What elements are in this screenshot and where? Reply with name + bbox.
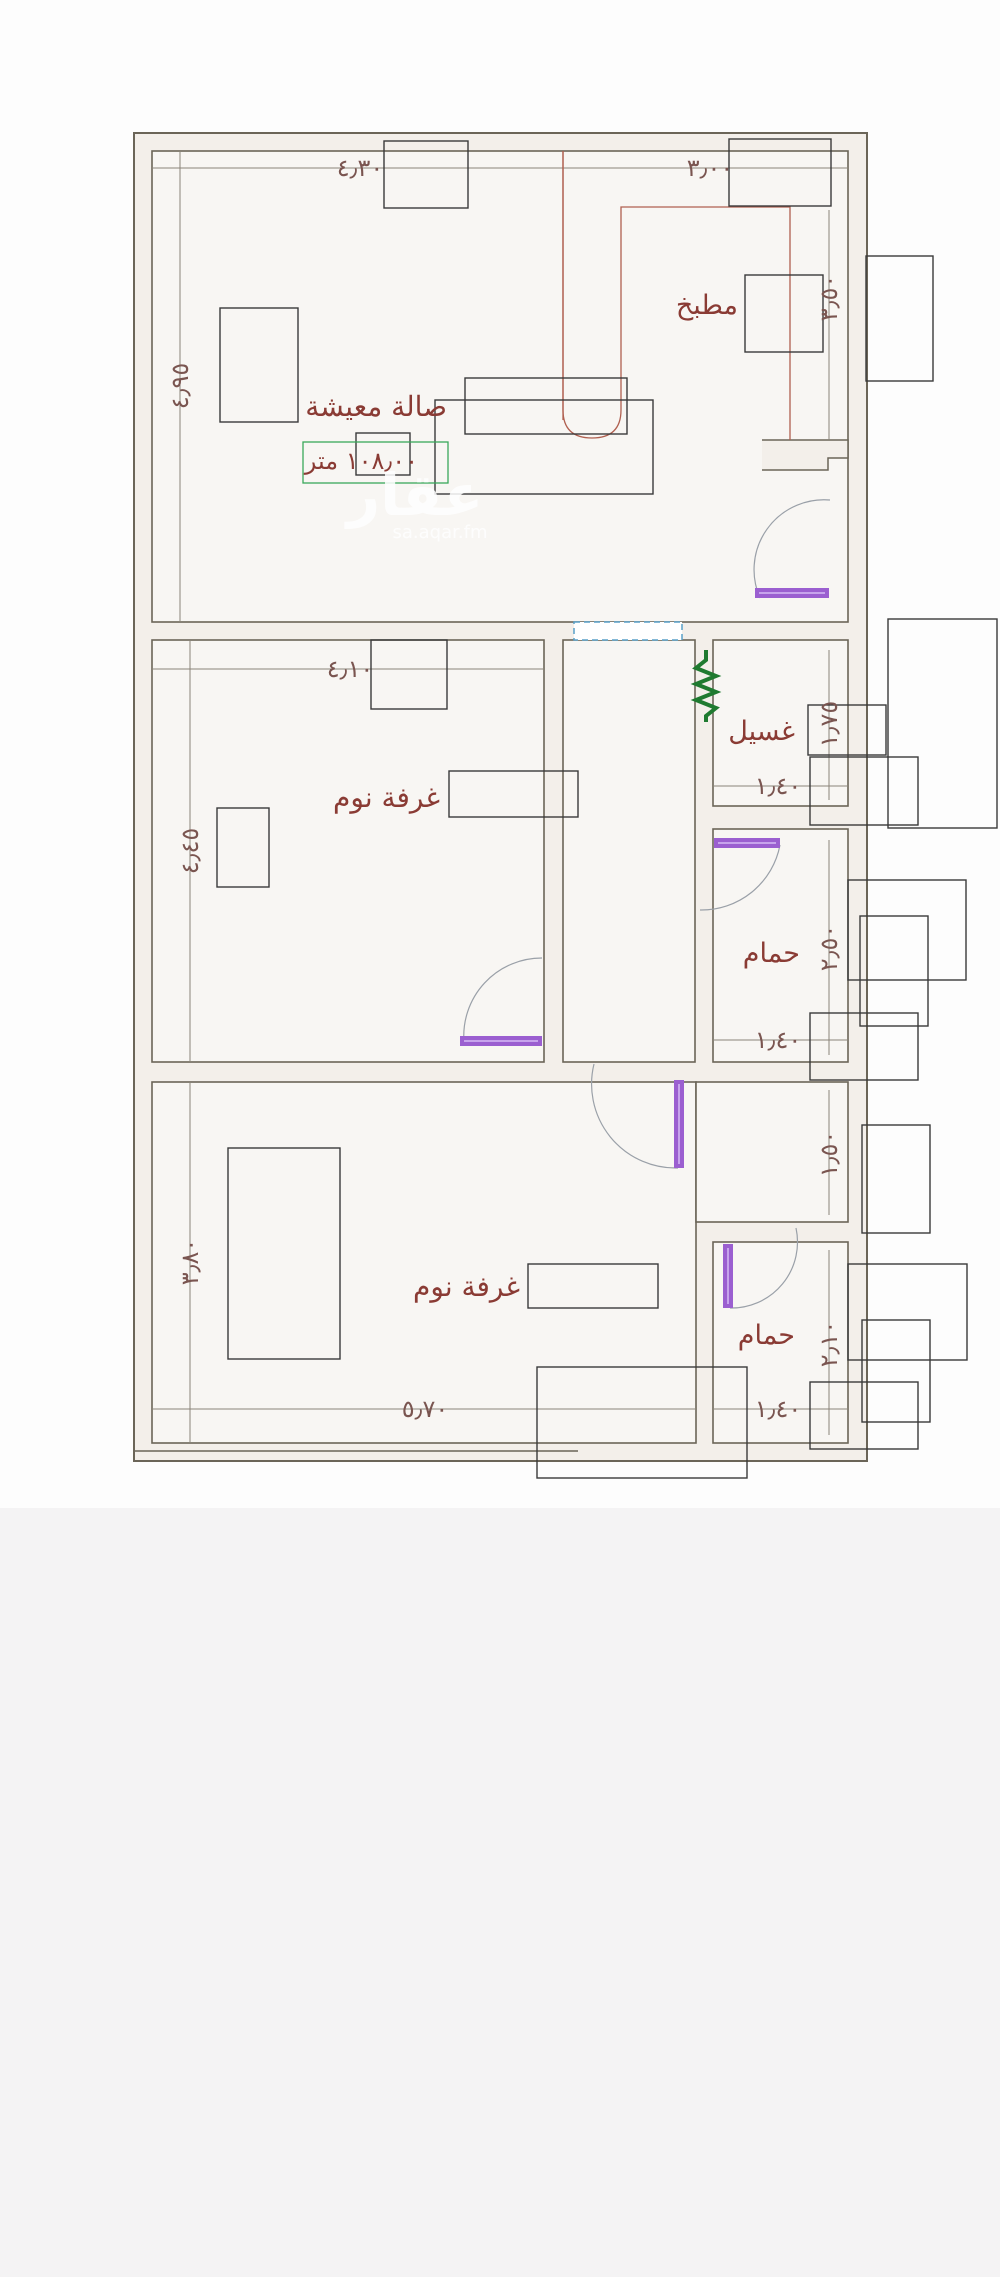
kitchen-pipe-loop	[562, 151, 791, 440]
exterior-box-6	[847, 1263, 968, 1361]
dim-living-width: ٤٫٣٠	[337, 154, 383, 182]
door-leaves	[460, 588, 829, 1308]
door-arc-bedroom-1	[463, 957, 543, 1043]
dim-bath1-width: ١٫٤٠	[755, 1026, 801, 1054]
dim-kitchen-height: ٣٫٥٠	[815, 275, 843, 321]
corridor-floor	[562, 639, 696, 1063]
kitchen-top-cabinet	[728, 138, 832, 207]
laundry-box-2	[809, 756, 919, 826]
label-bedroom-1: غرفة نوم	[333, 781, 440, 814]
dining-table	[434, 399, 654, 495]
dim-bath2-width: ١٫٤٠	[755, 1395, 801, 1423]
label-living-room: صالة معيشة	[305, 390, 447, 423]
kitchen-counter	[744, 274, 824, 353]
exterior-box-3	[847, 879, 967, 981]
door-leaf-bath-1	[714, 838, 780, 848]
living-top-cabinet	[383, 140, 469, 209]
bedroom-1-bed	[448, 770, 579, 818]
door-leaf-bedroom-1	[460, 1036, 542, 1046]
watermark-logo: عقار	[344, 461, 484, 529]
room-floors	[151, 150, 849, 1444]
bedroom-1-wardrobe	[216, 807, 270, 888]
bath-1-box	[809, 1012, 919, 1081]
dim-bath2-height: ٢٫١٠	[815, 1321, 843, 1367]
label-kitchen: مطبخ	[676, 290, 738, 321]
exterior-box-4	[859, 915, 929, 1027]
area-box	[302, 441, 449, 484]
door-arc-bath-1	[699, 844, 781, 911]
living-room-floor	[151, 150, 849, 623]
kitchen-wall	[762, 439, 849, 471]
hall-floor	[695, 1081, 849, 1223]
exterior-box-2	[887, 618, 998, 829]
furniture	[216, 138, 998, 1479]
plan-background: عقار sa.aqar.fm صالة معيشة مطبخ غسيل غرف…	[133, 132, 998, 1479]
bedroom-1-top-cabinet	[370, 639, 448, 710]
label-bedroom-2: غرفة نوم	[413, 1270, 520, 1303]
bedroom-2-desk	[527, 1263, 659, 1309]
laundry-box	[807, 704, 887, 756]
door-leaf-bath-2	[723, 1244, 733, 1308]
door-arc-entrance	[753, 499, 831, 599]
bath-2-box	[809, 1381, 919, 1450]
bedroom-2-wardrobe	[536, 1366, 748, 1479]
dim-bed1-height: ٤٫٤٥	[176, 828, 204, 874]
door-leaf-entrance	[755, 588, 829, 598]
bedroom-2-floor	[151, 1081, 697, 1444]
door-arc-corridor	[590, 1063, 679, 1169]
dim-kitchen-width: ٣٫٠٠	[687, 154, 733, 182]
label-bath-1: حمام	[743, 938, 800, 969]
bath-1-floor	[712, 828, 849, 1063]
laundry-floor	[712, 639, 849, 807]
sofa	[219, 307, 299, 423]
bedroom-2-bed	[227, 1147, 341, 1360]
door-leaf-corridor	[674, 1080, 684, 1168]
dim-bath1-height: ٢٫٥٠	[815, 925, 843, 971]
label-laundry: غسيل	[728, 716, 795, 747]
dim-living-height: ٤٫٩٥	[166, 363, 194, 409]
watermark-url: sa.aqar.fm	[393, 522, 488, 543]
floor-plan: عقار sa.aqar.fm صالة معيشة مطبخ غسيل غرف…	[133, 132, 998, 1479]
dim-laundry-width: ١٫٤٠	[755, 772, 801, 800]
water-pipe-symbol	[690, 650, 722, 722]
exterior-box-5	[861, 1124, 931, 1234]
doors	[463, 499, 831, 1309]
entrance-gap	[573, 621, 683, 641]
door-arc-bath-2	[729, 1227, 799, 1309]
dimension-lines	[152, 151, 848, 1443]
bedroom-1-floor	[151, 639, 545, 1063]
exterior-box-7	[861, 1319, 931, 1423]
dim-bed2-height: ٣٫٨٠	[176, 1239, 204, 1285]
label-area: ١٠٨٫٠٠ متر	[304, 447, 418, 475]
aqar-watermark: عقار sa.aqar.fm	[344, 461, 488, 543]
dim-bed2-width: ٥٫٧٠	[402, 1395, 448, 1423]
dim-bed1-width: ٤٫١٠	[327, 655, 373, 683]
dim-laundry-height: ١٫٧٥	[815, 701, 843, 747]
living-small-box	[355, 432, 411, 476]
exterior-box-1	[865, 255, 934, 382]
label-bath-2: حمام	[738, 1320, 795, 1351]
dim-corridor-height: ١٫٥٠	[815, 1131, 843, 1177]
coffee-table	[464, 377, 628, 435]
